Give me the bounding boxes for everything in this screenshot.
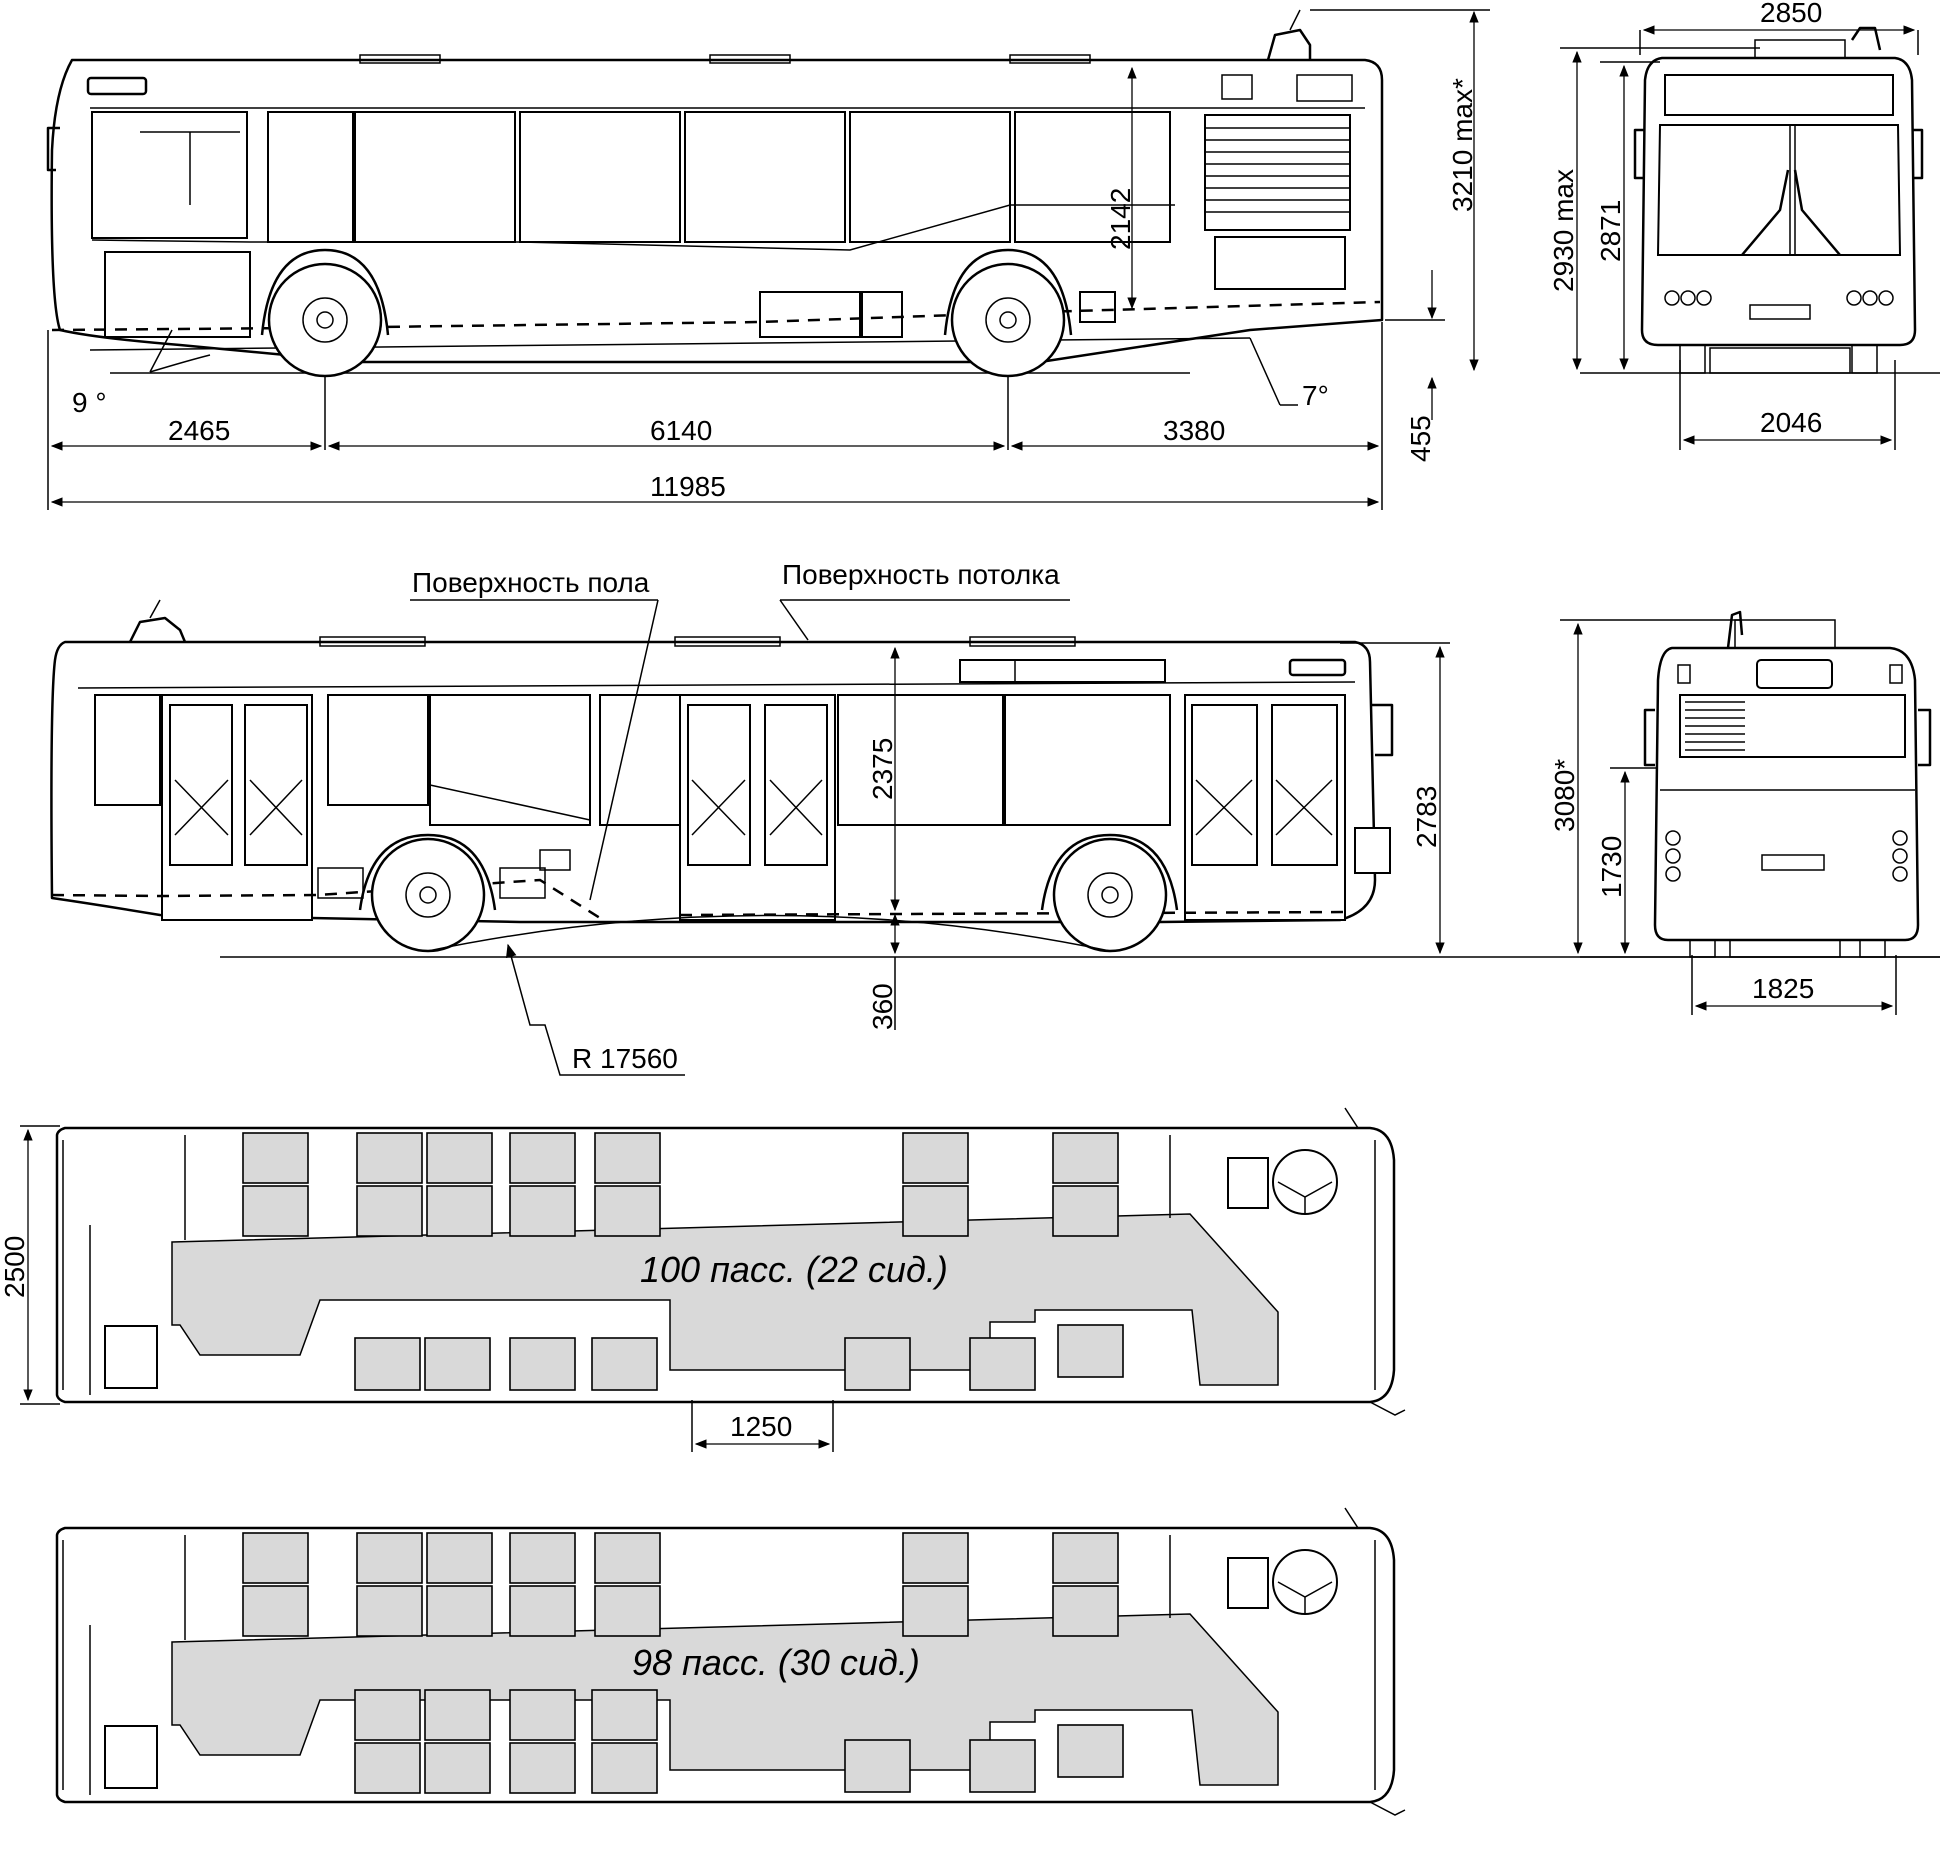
door-front: [1184, 694, 1346, 921]
plan-layout-a: 100 пасс. (22 сид.) 2500 1250: [0, 1107, 1406, 1452]
rear-wheel-right: [358, 833, 497, 953]
driver-window: [91, 111, 248, 239]
side-view-right: Поверхность пола Поверхность потолка 237…: [50, 559, 1940, 1076]
front-wheel-right: [1040, 833, 1179, 953]
dim-front-track: 2046: [1760, 407, 1822, 438]
departure-angle: 7°: [1302, 380, 1329, 411]
roof-hatch-3: [1009, 54, 1091, 64]
roof-hatch-1: [359, 54, 441, 64]
capacity-layout-b: 98 пасс. (30 сид.): [632, 1642, 920, 1683]
steering-wheel-a: [1272, 1149, 1338, 1215]
dim-step-height: 455: [1405, 415, 1436, 462]
rear-view: 3080* 1730 1825: [1549, 610, 1940, 1015]
current-collector-base: [1266, 28, 1312, 61]
rear-plate: [1761, 854, 1825, 871]
front-mirror-right: [1912, 128, 1924, 180]
dim-height-max: 3210 max*: [1447, 78, 1478, 212]
seats-a-bottom: [104, 1324, 1124, 1391]
ramp-arc: [427, 914, 1111, 952]
dim-wheelbase: 6140: [650, 415, 712, 446]
grille-slats: [1205, 127, 1350, 213]
floor-line: [51, 300, 1381, 332]
driver-seat-b: [1227, 1557, 1269, 1609]
mirror: [46, 126, 60, 172]
rear-grille-slats: [1685, 701, 1745, 751]
plan-layout-b: 98 пасс. (30 сид.): [55, 1507, 1406, 1816]
right-body-outline: [50, 640, 1377, 924]
side-view-left: 9 ° 7° 2465 6140 3380 11985 2142 455 321…: [46, 9, 1490, 510]
dim-overall-length: 11985: [650, 471, 726, 502]
dim-ramp-radius: R 17560: [572, 1043, 678, 1074]
door-rear: [161, 694, 313, 921]
front-view: 2850 2930 max 2871 2046: [1548, 0, 1940, 450]
dim-interior-width: 2500: [0, 1236, 30, 1298]
dim-rear-height: 3080*: [1549, 759, 1580, 832]
dim-front-width: 2850: [1760, 0, 1822, 28]
destination-sign: [86, 76, 148, 96]
rear-roof-equipment: [1734, 619, 1836, 649]
steering-wheel-b: [1272, 1549, 1338, 1615]
label-floor-surface: Поверхность пола: [412, 567, 650, 598]
front-body-outline: [1640, 56, 1917, 347]
capacity-layout-a: 100 пасс. (22 сид.): [640, 1249, 948, 1290]
rear-body-outline: [1653, 646, 1920, 942]
front-mirror-left: [1633, 128, 1645, 180]
dim-side-height: 2783: [1411, 786, 1442, 848]
dim-front-overhang: 2465: [168, 415, 230, 446]
approach-angle: 9 °: [72, 387, 107, 418]
windshield: [1656, 124, 1902, 256]
dim-front-height-max: 2930 max: [1548, 169, 1579, 292]
seats-b-top: [242, 1532, 1119, 1637]
rear-hatch: [1214, 236, 1346, 290]
rear-grille: [1204, 114, 1351, 231]
door-middle: [679, 694, 836, 921]
dim-rear-track: 1825: [1752, 973, 1814, 1004]
dim-front-height: 2871: [1595, 200, 1626, 262]
seats-b-bottom: [104, 1689, 1124, 1794]
dim-rear-window-height: 1730: [1596, 836, 1627, 898]
roof-hatch-2: [709, 54, 791, 64]
dim-interior-height-side: 2375: [867, 738, 898, 800]
label-ceiling-surface: Поверхность потолка: [782, 559, 1060, 590]
front-destination-display: [1664, 74, 1894, 116]
front-roof-equipment: [1754, 39, 1846, 59]
floor-dashed-line: [51, 878, 601, 920]
dim-interior-height-front: 2142: [1105, 188, 1136, 250]
seats-a-top: [242, 1132, 1119, 1237]
right-mirror: [1372, 703, 1394, 757]
driver-seat-a: [1227, 1157, 1269, 1209]
dim-door-width: 1250: [730, 1411, 792, 1442]
rear-collector-base: [128, 616, 187, 643]
dim-rear-overhang: 3380: [1163, 415, 1225, 446]
rear-wheel: [943, 248, 1073, 378]
dim-ground-clearance: 360: [867, 983, 898, 1030]
front-wheel: [260, 248, 390, 378]
